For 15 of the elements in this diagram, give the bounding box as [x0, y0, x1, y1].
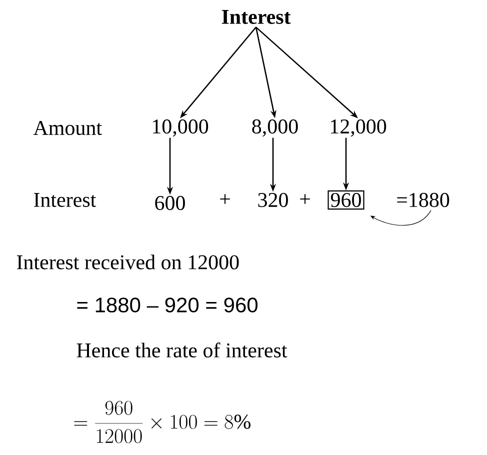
- label-text: Amount: [33, 120, 102, 136]
- label-text: Hence the rate of interest: [76, 342, 288, 358]
- label-text: Interest: [34, 193, 96, 207]
- value-text: 10,000: [152, 119, 208, 137]
- operator-text: +: [220, 194, 230, 204]
- value-text: 8,000: [252, 119, 298, 137]
- boxed-value: 960: [328, 190, 364, 210]
- formula-text: $= \frac{960}{12000}\times 100 = 8\%$: [74, 400, 250, 444]
- value-text: 12,000: [330, 119, 386, 137]
- value-text: 320: [258, 192, 288, 208]
- value-text: 600: [155, 196, 185, 210]
- label-text: = 1880 – 920 = 960: [77, 298, 258, 312]
- heading-text: Interest: [222, 10, 291, 24]
- label-text: Interest received on 12000: [16, 254, 239, 270]
- value-text: =1880: [397, 192, 450, 208]
